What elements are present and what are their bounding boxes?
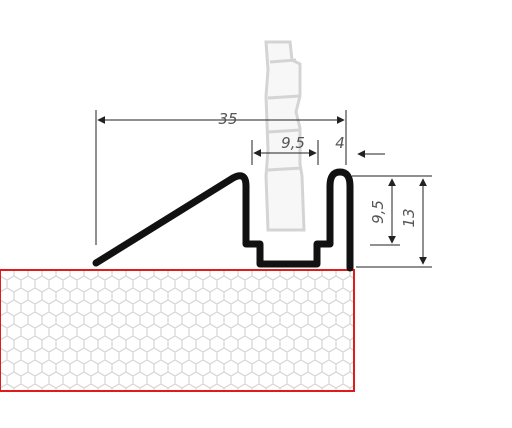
honeycomb-panel xyxy=(0,269,355,392)
dimension-overall-width-label: 35 xyxy=(218,110,237,128)
dimension-slot-depth-label: 9,5 xyxy=(369,200,387,224)
extension-lines xyxy=(95,110,432,268)
dimension-overall-height-label: 13 xyxy=(400,208,418,227)
dimension-slot-width-label: 9,5 xyxy=(281,134,305,152)
dimension-lip-width-label: 4 xyxy=(335,134,345,152)
aluminium-profile xyxy=(92,168,354,272)
